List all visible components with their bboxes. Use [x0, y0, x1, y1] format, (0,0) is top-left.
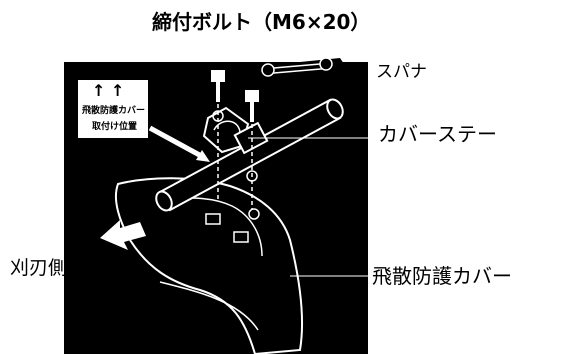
spanner-label: スパナ — [376, 62, 427, 82]
cover-stay-label: カバーステー — [378, 122, 497, 146]
cover-label: 飛散防護カバー — [372, 264, 512, 288]
sticker-arrows: ↑ ↑ — [92, 81, 125, 100]
blade-side-label: 刈刃側 — [10, 257, 68, 279]
slot — [233, 231, 249, 243]
spanner-icon — [261, 57, 333, 77]
bolt-label: 締付ボルト（M6×20） — [152, 10, 371, 34]
pipe-end — [155, 190, 173, 212]
sticker-pointer — [148, 125, 207, 161]
bolt — [211, 70, 225, 200]
slot — [205, 213, 221, 225]
guard-cover-lip — [159, 281, 259, 331]
sticker-line2: 取付け位置 — [92, 122, 138, 132]
guard-cover — [114, 177, 303, 354]
sticker — [78, 80, 210, 162]
blade-side-arrow-icon — [100, 220, 146, 250]
sticker-line1: 飛散防護カバー — [82, 106, 146, 116]
photo-background-corner — [300, 58, 368, 100]
